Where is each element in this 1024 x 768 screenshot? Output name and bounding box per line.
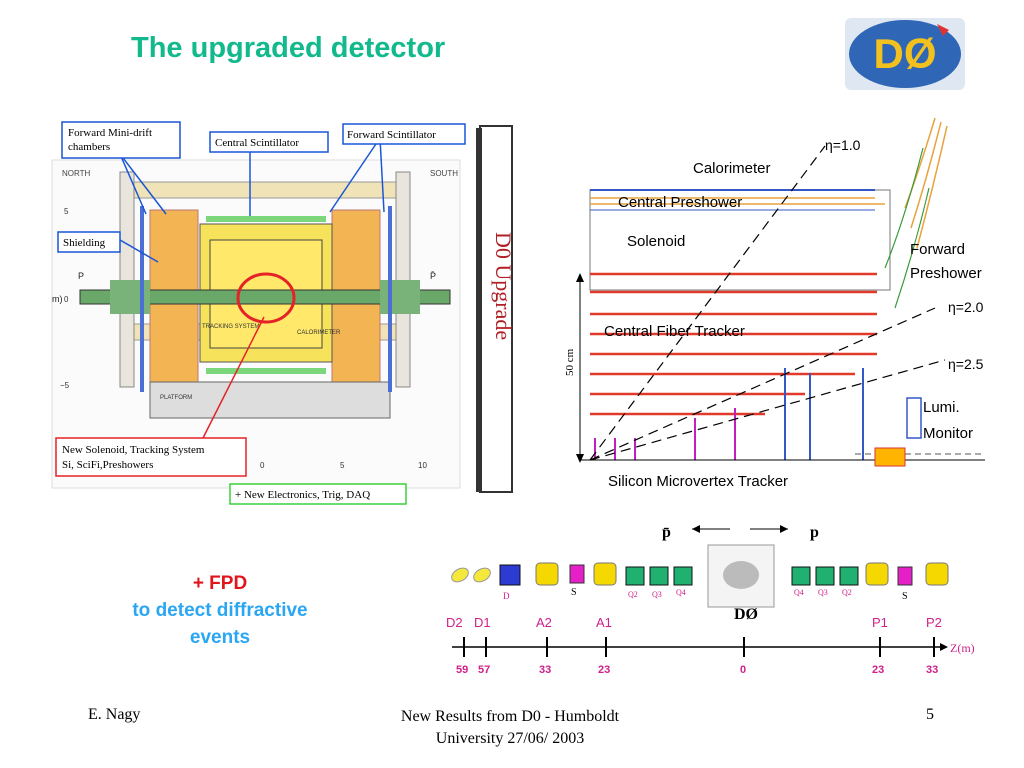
logo-text: DØ bbox=[874, 30, 937, 77]
q-left-2: Q3 bbox=[652, 590, 662, 599]
label-new-solenoid: New Solenoid, Tracking System Si, SciFi,… bbox=[55, 437, 247, 477]
q-left-3: Q4 bbox=[676, 588, 686, 597]
forward-preshower-line2: Preshower bbox=[910, 265, 982, 282]
lumi-monitor-line1: Lumi. bbox=[923, 399, 960, 416]
silicon-microvertex-label: Silicon Microvertex Tracker bbox=[608, 473, 788, 490]
s-right-label: S bbox=[902, 591, 908, 602]
m-label: m) bbox=[52, 294, 63, 304]
new-solenoid-line1: New Solenoid, Tracking System bbox=[62, 444, 205, 456]
north-label: NORTH bbox=[62, 169, 91, 178]
label-forward-scintillator: Forward Scintillator bbox=[342, 123, 466, 145]
lumi-monitor-line2: Monitor bbox=[923, 425, 973, 442]
axis-x-5: 5 bbox=[340, 461, 345, 470]
fpd-line3: events bbox=[189, 627, 251, 648]
d-label: D bbox=[503, 591, 510, 601]
footer-center-line2: University 27/06/ 2003 bbox=[435, 730, 585, 747]
dist-33-left: 33 bbox=[539, 664, 551, 676]
scale-label: 50 cm bbox=[564, 348, 576, 376]
footer-page-number: 5 bbox=[926, 706, 934, 723]
label-shielding: Shielding bbox=[57, 231, 121, 253]
p-label: P bbox=[78, 271, 84, 281]
d0-upgrade-text: D0 Upgrade bbox=[491, 232, 516, 340]
axis-x-0: 0 bbox=[260, 461, 265, 470]
forward-preshower-line1: Forward bbox=[910, 241, 965, 258]
p-label: p bbox=[810, 524, 819, 541]
south-label: SOUTH bbox=[430, 169, 458, 178]
axis-y-5: 5 bbox=[64, 207, 69, 216]
station-a2: A2 bbox=[536, 615, 552, 630]
forward-minidrift-line2: chambers bbox=[68, 141, 110, 153]
pbar-label: P̄ bbox=[430, 271, 436, 281]
shielding-text: Shielding bbox=[63, 237, 106, 249]
dist-57: 57 bbox=[478, 664, 490, 676]
station-p1: P1 bbox=[872, 615, 888, 630]
q-right-3: Q2 bbox=[842, 588, 852, 597]
footer-center: New Results from D0 - Humboldt Universit… bbox=[330, 706, 690, 750]
station-p2: P2 bbox=[926, 615, 942, 630]
q-right-1: Q4 bbox=[794, 588, 804, 597]
axis-y-minus5: −5 bbox=[60, 381, 70, 390]
dist-59: 59 bbox=[456, 664, 468, 676]
label-forward-minidrift: Forward Mini-drift chambers bbox=[61, 121, 181, 159]
fpd-line2: to detect diffractive bbox=[132, 600, 308, 621]
slide-title: The upgraded detector bbox=[131, 32, 446, 64]
footer-center-line1: New Results from D0 - Humboldt bbox=[400, 708, 620, 725]
axis-y-0: 0 bbox=[64, 295, 69, 304]
dist-23-left: 23 bbox=[598, 664, 610, 676]
label-new-electronics: + New Electronics, Trig, DAQ bbox=[229, 483, 407, 505]
eta-1-label: η=1.0 bbox=[825, 137, 861, 153]
central-scintillator-text: Central Scintillator bbox=[215, 137, 299, 149]
new-electronics-text: + New Electronics, Trig, DAQ bbox=[235, 489, 370, 501]
eta-2-label: η=2.0 bbox=[948, 299, 984, 315]
eta-25-label: η=2.5 bbox=[948, 356, 984, 372]
detector-cross-section: NORTH SOUTH P P̄ m) 5 0 −5 0 5 10 CALORI… bbox=[51, 121, 516, 505]
tracker-quarter-view: 50 cm bbox=[564, 117, 985, 490]
tracking-small-label: TRACKING SYSTEM bbox=[202, 324, 259, 330]
central-preshower-label: Central Preshower bbox=[618, 194, 742, 211]
axis-x-10: 10 bbox=[418, 461, 427, 470]
z-axis-label: Z(m) bbox=[950, 641, 975, 655]
fpd-layout-diagram: p̄ p DØ D S Q2 Q3 Q4 Q4 Q3 Q2 S Z(m) bbox=[446, 524, 975, 676]
dist-33-right: 33 bbox=[926, 664, 938, 676]
q-left-1: Q2 bbox=[628, 590, 638, 599]
calorimeter-small-label: CALORIMETER bbox=[297, 330, 341, 336]
fpd-description: + FPD to detect diffractive events bbox=[70, 570, 370, 651]
station-d1: D1 bbox=[474, 615, 491, 630]
solenoid-label: Solenoid bbox=[627, 233, 685, 250]
q-right-2: Q3 bbox=[818, 588, 828, 597]
label-central-scintillator: Central Scintillator bbox=[209, 131, 329, 153]
station-a1: A1 bbox=[596, 615, 612, 630]
d0-logo: DØ bbox=[845, 18, 965, 90]
left-dipole-magnets bbox=[451, 567, 491, 583]
dist-0: 0 bbox=[740, 664, 746, 676]
central-fiber-tracker-label: Central Fiber Tracker bbox=[604, 323, 745, 340]
dist-23-right: 23 bbox=[872, 664, 884, 676]
s-left-label: S bbox=[571, 587, 577, 598]
pbar-label: p̄ bbox=[662, 524, 671, 541]
calorimeter-label: Calorimeter bbox=[693, 160, 771, 177]
d0-center-label: DØ bbox=[734, 606, 758, 623]
new-solenoid-line2: Si, SciFi,Preshowers bbox=[62, 459, 153, 471]
d0-upgrade-banner: D0 Upgrade bbox=[476, 125, 516, 493]
station-d2: D2 bbox=[446, 615, 463, 630]
forward-minidrift-line1: Forward Mini-drift bbox=[68, 127, 152, 139]
fpd-line1: + FPD bbox=[192, 573, 248, 594]
platform-label: PLATFORM bbox=[160, 395, 192, 401]
forward-scintillator-text: Forward Scintillator bbox=[347, 129, 436, 141]
footer-author: E. Nagy bbox=[88, 706, 141, 723]
